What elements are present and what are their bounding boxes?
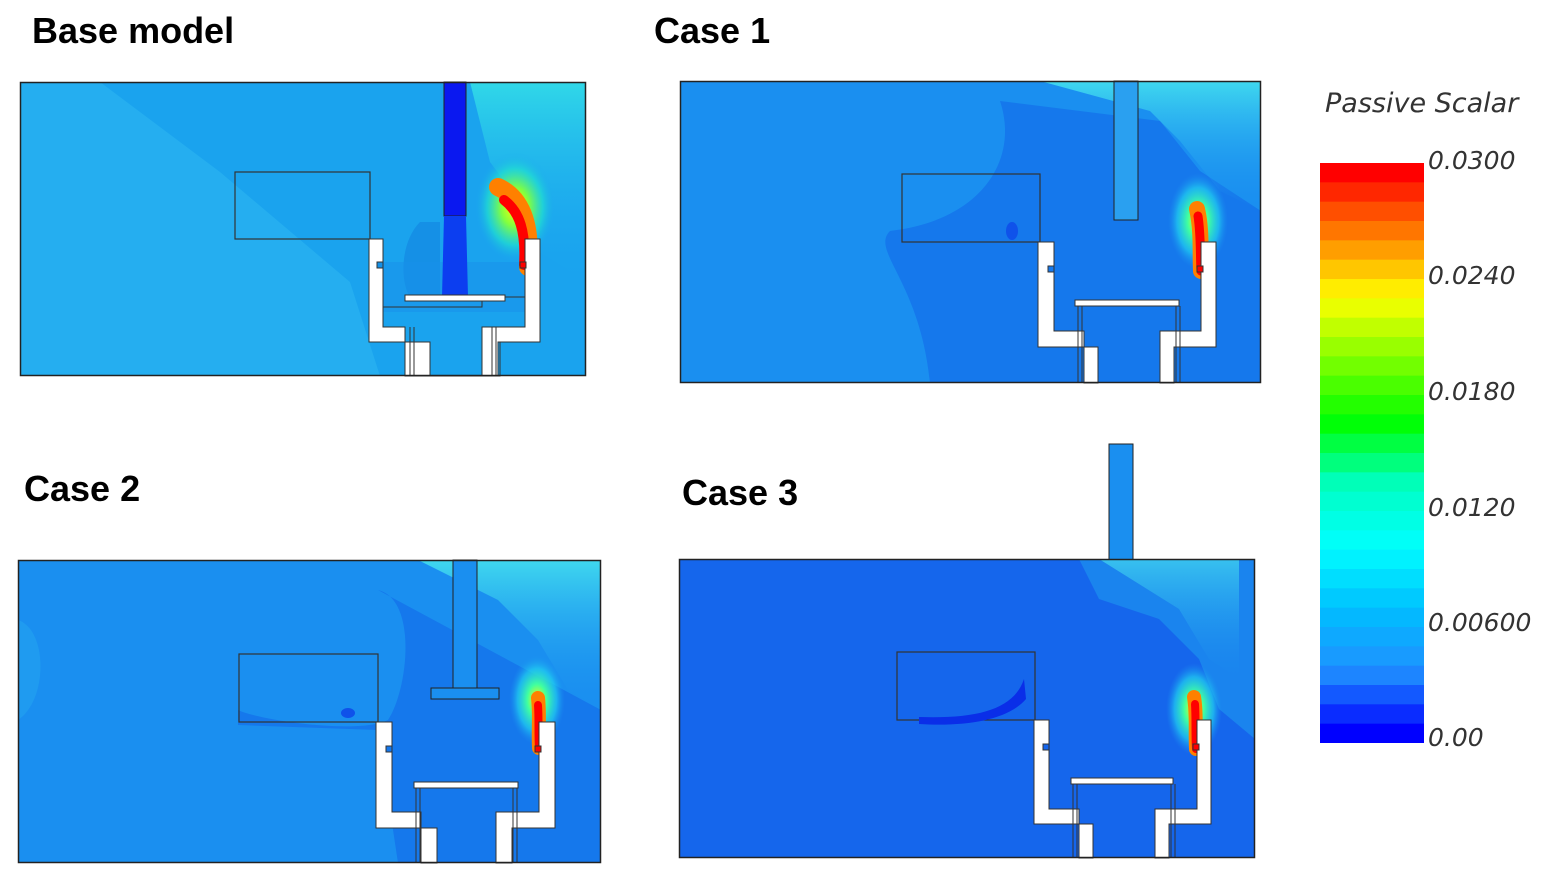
colorbar-band [1320,298,1424,319]
colorbar-band [1320,201,1424,222]
colorbar-band [1320,549,1424,570]
colorbar-band [1320,627,1424,647]
colorbar-band [1320,163,1424,183]
case-1-contour [679,80,1262,384]
colorbar-band [1320,491,1424,512]
colorbar-band [1320,685,1424,705]
colorbar-band [1320,511,1424,531]
colorbar-band [1320,221,1424,241]
legend-tick-3: 0.0180 [1428,377,1516,406]
panel-title-case-3: Case 3 [682,472,799,513]
colorbar-band [1320,414,1424,435]
legend-tick-4: 0.0120 [1428,493,1516,522]
colorbar-band [1320,646,1424,667]
panel-title-case-2: Case 2 [24,468,141,509]
legend-tick-max: 0.0300 [1428,146,1516,175]
base-model-contour [19,81,587,377]
case-2-contour [17,559,602,864]
colorbar-band [1320,182,1424,203]
colorbar-band [1320,723,1424,743]
colorbar-band [1320,569,1424,589]
colorbar-band [1320,240,1424,261]
panel-title-case-1: Case 1 [654,10,771,51]
colorbar-band [1320,279,1424,299]
colorbar-band [1320,472,1424,493]
panel-title-base-model: Base model [32,10,235,51]
colorbar-band [1320,395,1424,415]
case-3-contour [678,443,1256,859]
colorbar-band [1320,453,1424,473]
legend-tick-2: 0.0240 [1428,261,1516,290]
colorbar-band [1320,375,1424,396]
colorbar-band [1320,317,1424,338]
legend-tick-5: 0.00600 [1428,608,1532,637]
colorbar-band [1320,665,1424,686]
colorbar-band [1320,704,1424,725]
colorbar-band [1320,433,1424,454]
colorbar-band [1320,530,1424,551]
colorbar-band [1320,337,1424,357]
colorbar-band [1320,356,1424,377]
colorbar-band [1320,588,1424,609]
colorbar-band [1320,607,1424,628]
colorbar [1320,163,1424,743]
legend-title: Passive Scalar [1325,88,1519,119]
legend-tick-min: 0.00 [1428,723,1484,752]
colorbar-band [1320,259,1424,280]
